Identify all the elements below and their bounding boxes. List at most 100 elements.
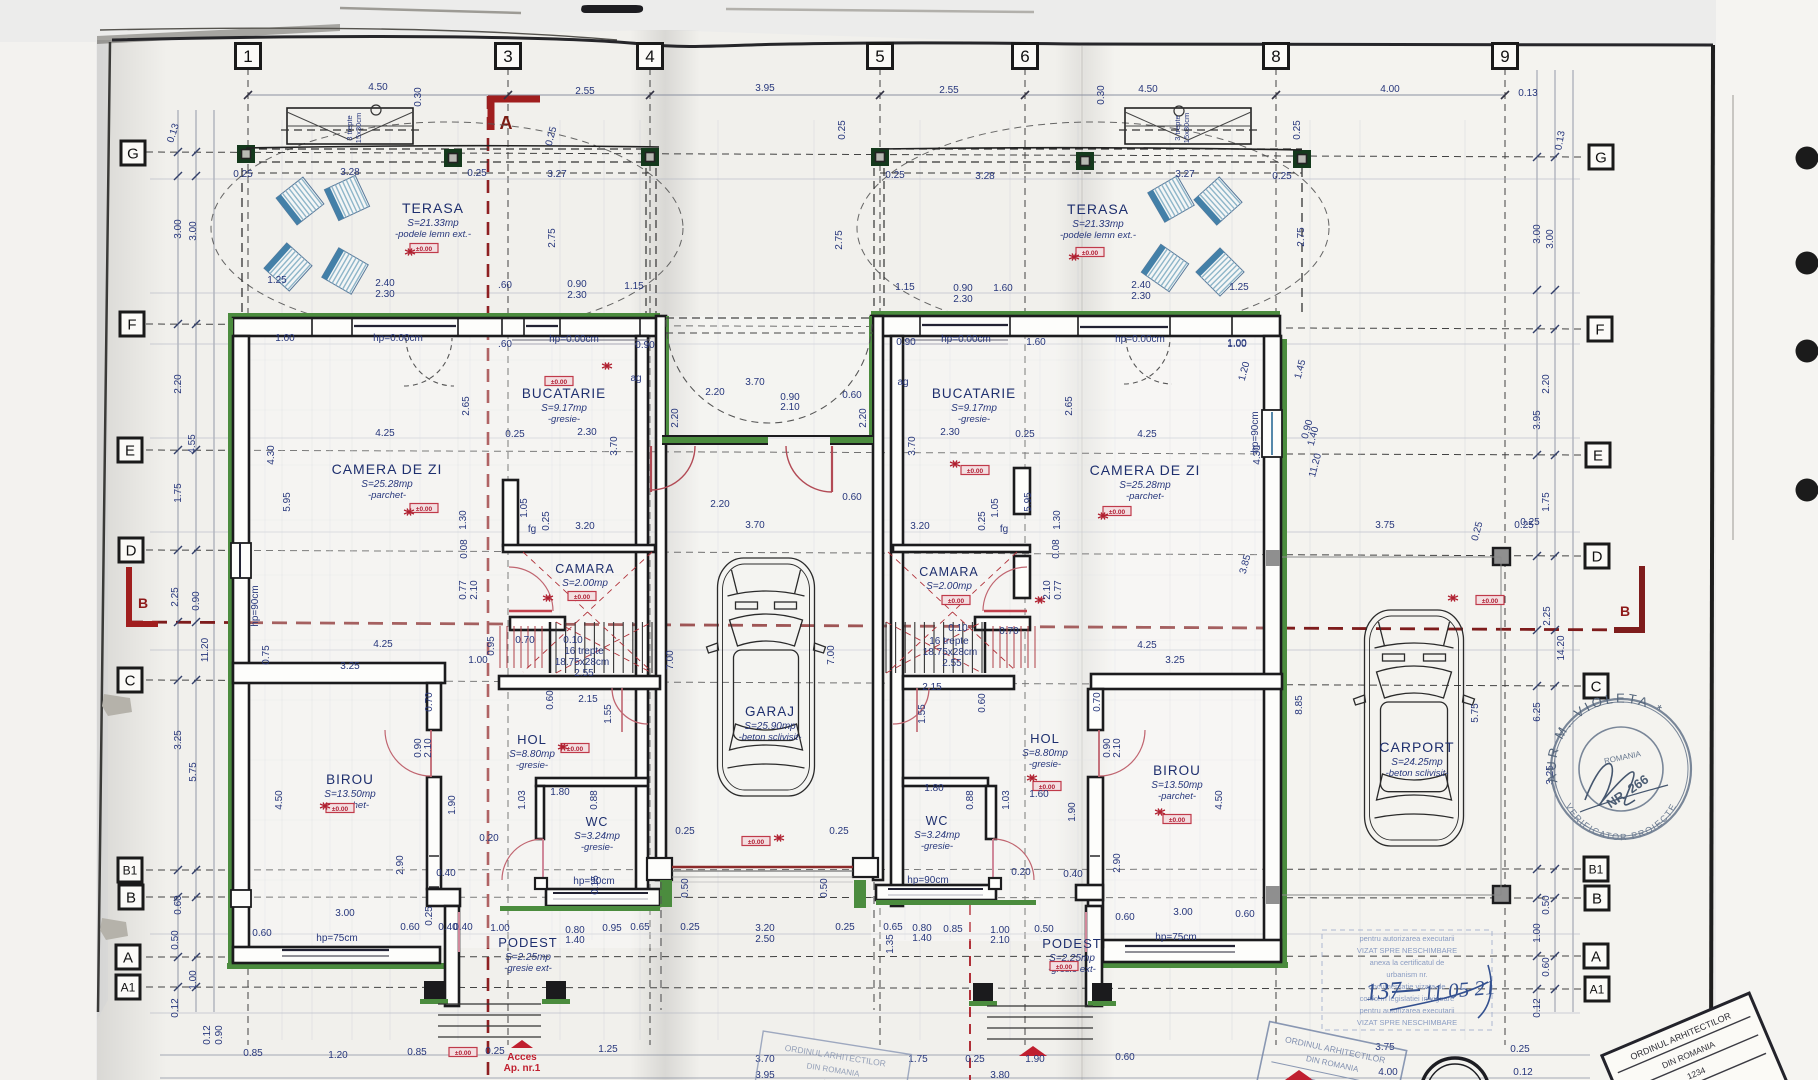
svg-text:4.25: 4.25 bbox=[1137, 429, 1157, 440]
svg-text:S=25.90mp: S=25.90mp bbox=[744, 721, 796, 732]
svg-text:0.25: 0.25 bbox=[837, 120, 848, 140]
svg-text:11.20: 11.20 bbox=[200, 637, 211, 662]
svg-text:D: D bbox=[1592, 548, 1603, 565]
svg-text:1051: 1051 bbox=[821, 1078, 841, 1080]
svg-text:G: G bbox=[127, 145, 139, 162]
svg-text:2.10: 2.10 bbox=[469, 580, 480, 600]
svg-text:0.50: 0.50 bbox=[1541, 895, 1552, 915]
svg-text:4.25: 4.25 bbox=[373, 639, 393, 650]
svg-text:hp=90cm: hp=90cm bbox=[1250, 411, 1261, 452]
svg-text:0.90: 0.90 bbox=[413, 738, 424, 758]
svg-text:pentru autorizarea executarii: pentru autorizarea executarii bbox=[1359, 1006, 1454, 1015]
svg-text:0.20: 0.20 bbox=[479, 833, 499, 844]
svg-text:0.25: 0.25 bbox=[1272, 171, 1292, 182]
svg-text:0.25: 0.25 bbox=[467, 168, 487, 179]
svg-text:1.80: 1.80 bbox=[924, 783, 944, 794]
svg-text:2.55: 2.55 bbox=[575, 86, 595, 97]
svg-text:±0.00: ±0.00 bbox=[416, 506, 433, 513]
svg-text:2.20: 2.20 bbox=[173, 374, 184, 394]
svg-text:G: G bbox=[1595, 149, 1607, 166]
svg-text:±0.00: ±0.00 bbox=[332, 806, 349, 813]
svg-text:±0.00: ±0.00 bbox=[1109, 509, 1126, 516]
svg-text:WC: WC bbox=[586, 815, 609, 829]
svg-text:GARAJ: GARAJ bbox=[745, 704, 795, 719]
svg-text:2.10: 2.10 bbox=[990, 935, 1010, 946]
svg-text:2.55: 2.55 bbox=[942, 658, 962, 669]
svg-text:1.00: 1.00 bbox=[1227, 338, 1247, 349]
svg-text:2.65: 2.65 bbox=[461, 396, 472, 416]
svg-text:15x30cm: 15x30cm bbox=[354, 113, 363, 143]
svg-text:1.00: 1.00 bbox=[490, 923, 510, 934]
svg-text:0.25: 0.25 bbox=[965, 1054, 985, 1065]
svg-text:3.70: 3.70 bbox=[745, 377, 765, 388]
svg-text:1.60: 1.60 bbox=[1026, 337, 1046, 348]
svg-text:S=13.50mp: S=13.50mp bbox=[1151, 780, 1203, 791]
svg-text:S=21.33mp: S=21.33mp bbox=[407, 218, 459, 229]
svg-text:BIROU: BIROU bbox=[1153, 763, 1201, 778]
svg-text:2.40: 2.40 bbox=[1131, 280, 1151, 291]
svg-text:1.15: 1.15 bbox=[895, 282, 915, 293]
svg-text:2.10: 2.10 bbox=[1042, 580, 1053, 600]
svg-text:2.30: 2.30 bbox=[1131, 291, 1151, 302]
svg-text:0.25: 0.25 bbox=[675, 826, 695, 837]
svg-text:0.25: 0.25 bbox=[1470, 520, 1486, 542]
svg-text:4.50: 4.50 bbox=[274, 790, 285, 810]
svg-text:CAMARA: CAMARA bbox=[555, 562, 614, 576]
svg-text:0.50: 0.50 bbox=[680, 878, 691, 898]
svg-text:2.10: 2.10 bbox=[423, 738, 434, 758]
svg-text:1.30: 1.30 bbox=[1052, 510, 1063, 530]
svg-text:CAMERA DE ZI: CAMERA DE ZI bbox=[1090, 462, 1201, 478]
svg-text:F: F bbox=[1595, 321, 1604, 338]
svg-text:3.25: 3.25 bbox=[1165, 655, 1185, 666]
svg-text:PODEST: PODEST bbox=[1042, 936, 1101, 951]
svg-text:2.10: 2.10 bbox=[780, 402, 800, 413]
svg-text:0.60: 0.60 bbox=[842, 390, 862, 401]
svg-text:4.25: 4.25 bbox=[1137, 640, 1157, 651]
svg-text:0.90: 0.90 bbox=[1102, 738, 1113, 758]
svg-text:1.40: 1.40 bbox=[565, 935, 585, 946]
svg-text:PODEST: PODEST bbox=[498, 935, 557, 950]
svg-text:BIROU: BIROU bbox=[326, 772, 374, 787]
svg-text:4.50: 4.50 bbox=[1214, 790, 1225, 810]
svg-text:-gresie ext-: -gresie ext- bbox=[504, 963, 552, 974]
svg-text:0.25: 0.25 bbox=[505, 429, 525, 440]
svg-text:2.30: 2.30 bbox=[940, 427, 960, 438]
svg-text:4.25: 4.25 bbox=[375, 428, 395, 439]
svg-text:0.25: 0.25 bbox=[885, 170, 905, 181]
svg-text:2.20: 2.20 bbox=[858, 408, 869, 428]
svg-text:C: C bbox=[1591, 678, 1602, 695]
svg-text:4.00: 4.00 bbox=[1380, 84, 1400, 95]
svg-text:3.80: 3.80 bbox=[990, 1070, 1010, 1080]
svg-text:2.30: 2.30 bbox=[577, 427, 597, 438]
svg-text:pentru autorizarea executarii: pentru autorizarea executarii bbox=[1359, 934, 1454, 943]
svg-text:3.00: 3.00 bbox=[335, 908, 355, 919]
svg-text:3.70: 3.70 bbox=[745, 520, 765, 531]
svg-text:1.90: 1.90 bbox=[447, 795, 458, 815]
svg-text:0.25: 0.25 bbox=[233, 169, 253, 180]
svg-text:3.00: 3.00 bbox=[1173, 907, 1193, 918]
svg-text:8: 8 bbox=[1271, 47, 1280, 66]
svg-text:0.85: 0.85 bbox=[943, 924, 963, 935]
svg-text:±0.00: ±0.00 bbox=[1039, 784, 1056, 791]
svg-text:1.90: 1.90 bbox=[1025, 1054, 1045, 1065]
svg-text:3.00: 3.00 bbox=[173, 219, 184, 239]
svg-text:2.30: 2.30 bbox=[375, 289, 395, 300]
svg-text:S=9.17mp: S=9.17mp bbox=[951, 403, 997, 414]
svg-text:0.50: 0.50 bbox=[1034, 924, 1054, 935]
svg-text:0.70: 0.70 bbox=[1092, 692, 1103, 712]
svg-text:0.30: 0.30 bbox=[1096, 85, 1107, 105]
svg-text:8.85: 8.85 bbox=[1294, 695, 1305, 715]
svg-text:5.95: 5.95 bbox=[1023, 492, 1034, 512]
svg-text:3.00: 3.00 bbox=[188, 221, 199, 241]
svg-text:0.60: 0.60 bbox=[977, 693, 988, 713]
svg-text:0.60: 0.60 bbox=[1115, 912, 1135, 923]
svg-text:3.70: 3.70 bbox=[907, 436, 918, 456]
svg-text:3.75: 3.75 bbox=[1375, 520, 1395, 531]
svg-text:.60: .60 bbox=[498, 339, 512, 350]
svg-text:0.25: 0.25 bbox=[541, 511, 552, 531]
svg-text:2.20: 2.20 bbox=[670, 408, 681, 428]
svg-text:±0.00: ±0.00 bbox=[574, 594, 591, 601]
svg-text:0.12: 0.12 bbox=[202, 1025, 213, 1045]
svg-text:ag: ag bbox=[897, 377, 908, 388]
svg-text:±0.00: ±0.00 bbox=[1056, 964, 1073, 971]
